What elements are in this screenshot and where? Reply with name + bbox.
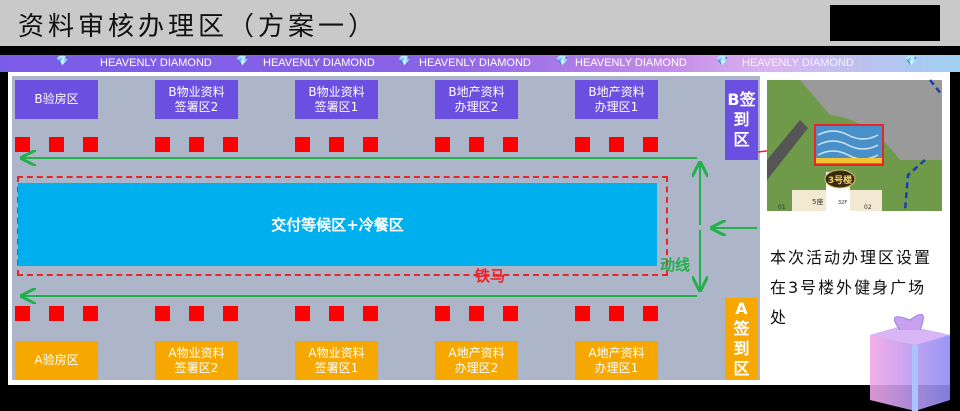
gift-box-decoration	[870, 313, 950, 411]
barrier-label: 铁马	[475, 267, 506, 285]
service-desk	[575, 306, 590, 321]
service-desk	[329, 306, 344, 321]
diamond-icon: 💎	[716, 56, 729, 67]
service-desk	[49, 137, 64, 152]
a-checkin-label: 到	[733, 339, 750, 358]
a-zone-box: A验房区	[15, 341, 98, 380]
service-desk	[155, 137, 170, 152]
page-title: 资料审核办理区（方案一）	[18, 12, 379, 42]
service-desk	[643, 306, 658, 321]
service-desk	[643, 137, 658, 152]
map-building-label: 3号楼	[828, 174, 852, 186]
service-desk	[329, 137, 344, 152]
diamond-icon: 💎	[236, 56, 249, 67]
waiting-area: 交付等候区+冷餐区	[18, 183, 657, 266]
service-desk	[609, 137, 624, 152]
diamond-icon: 💎	[905, 56, 918, 67]
diamond-icon: 💎	[556, 56, 569, 67]
banner-text: HEAVENLY DIAMOND	[742, 57, 854, 69]
service-desk	[609, 306, 624, 321]
service-desk	[49, 306, 64, 321]
a-checkin-zone: A 签 到 区	[725, 298, 758, 380]
service-desk	[223, 137, 238, 152]
service-desk	[15, 137, 30, 152]
b-zone-box: B地产资料 办理区1	[575, 80, 658, 119]
service-desk	[189, 306, 204, 321]
service-desk	[363, 306, 378, 321]
a-checkin-label: A	[735, 299, 748, 318]
diamond-icon: 💎	[56, 56, 69, 67]
a-zone-box: A地产资料 办理区2	[435, 341, 518, 380]
service-desk	[223, 306, 238, 321]
b-checkin-zone: B签 到 区	[725, 80, 758, 160]
a-zone-box: A物业资料 签署区1	[295, 341, 378, 380]
service-desk	[469, 306, 484, 321]
map-unit-left: 01	[778, 204, 786, 211]
a-zone-box: A地产资料 办理区1	[575, 341, 658, 380]
a-checkin-label: 区	[733, 359, 750, 378]
service-desk	[295, 137, 310, 152]
b-zone-box: B物业资料 签署区1	[295, 80, 378, 119]
b-zone-box: B验房区	[15, 80, 98, 119]
map-unit-right: 02	[864, 204, 872, 211]
brand-banner: 💎 HEAVENLY DIAMOND 💎 HEAVENLY DIAMOND 💎 …	[0, 55, 960, 72]
b-checkin-label: 区	[733, 130, 750, 149]
site-map: 3号楼 5座 32F 01 02	[767, 79, 943, 212]
service-desk	[575, 137, 590, 152]
service-desk	[155, 306, 170, 321]
service-desk	[83, 137, 98, 152]
service-desk	[15, 306, 30, 321]
map-floors-label: 32F	[838, 200, 847, 206]
service-desk	[363, 137, 378, 152]
service-desk	[469, 137, 484, 152]
diamond-icon: 💎	[398, 56, 411, 67]
map-block-label: 5座	[812, 197, 823, 206]
banner-text: HEAVENLY DIAMOND	[575, 57, 687, 69]
service-desk	[435, 137, 450, 152]
redacted-box	[830, 5, 940, 41]
service-desk	[503, 137, 518, 152]
banner-text: HEAVENLY DIAMOND	[100, 57, 212, 69]
banner-text: HEAVENLY DIAMOND	[419, 57, 531, 69]
service-desk	[83, 306, 98, 321]
location-note: 本次活动办理区设置在3号楼外健身广场处	[770, 248, 933, 327]
b-checkin-label: B签	[727, 90, 756, 109]
a-checkin-label: 签	[733, 319, 750, 338]
service-desk	[503, 306, 518, 321]
b-checkin-label: 到	[733, 110, 750, 129]
flow-label: 动线	[660, 256, 691, 274]
b-zone-box: B地产资料 办理区2	[435, 80, 518, 119]
service-desk	[295, 306, 310, 321]
title-bar	[0, 0, 960, 46]
b-zone-box: B物业资料 签署区2	[155, 80, 238, 119]
a-zone-box: A物业资料 签署区2	[155, 341, 238, 380]
service-desk	[189, 137, 204, 152]
banner-text: HEAVENLY DIAMOND	[263, 57, 375, 69]
service-desk	[435, 306, 450, 321]
